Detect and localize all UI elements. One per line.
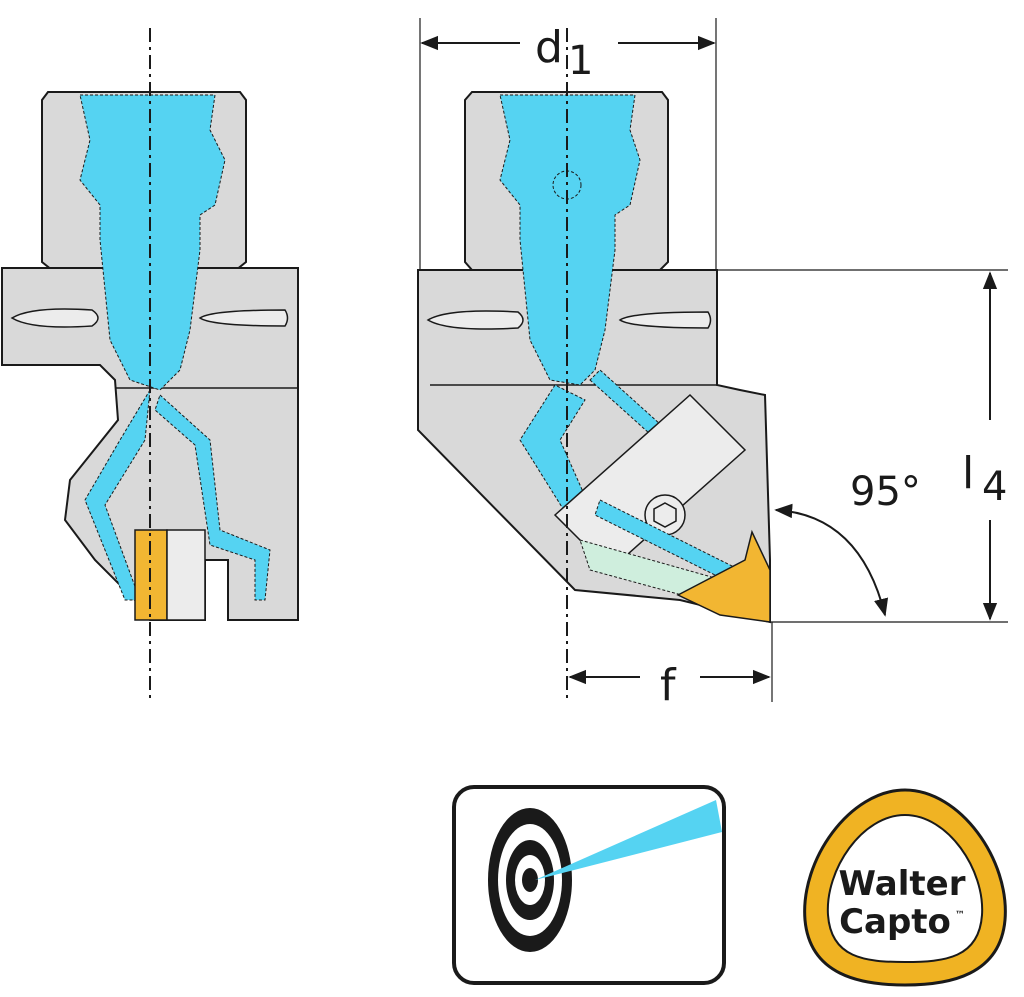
f-label: f bbox=[660, 660, 677, 711]
l4-label: l bbox=[962, 448, 974, 499]
side-view bbox=[1, 28, 299, 702]
application-icon bbox=[452, 785, 726, 985]
dimension-d1: d 1 bbox=[419, 18, 717, 270]
d1-label: d bbox=[535, 22, 563, 73]
beam-icon bbox=[535, 800, 722, 880]
dimension-l4: l 4 bbox=[717, 269, 1008, 623]
logo-line1: Walter bbox=[839, 864, 966, 904]
logo-trademark: ™ bbox=[955, 910, 965, 921]
insert bbox=[676, 529, 771, 623]
d1-subscript: 1 bbox=[568, 38, 593, 84]
walter-capto-logo: Walter Capto ™ bbox=[803, 788, 1007, 987]
dimension-f: f bbox=[568, 622, 773, 711]
l4-subscript: 4 bbox=[982, 464, 1007, 510]
logo-line2: Capto bbox=[839, 902, 951, 942]
dimension-angle: 95° bbox=[774, 469, 921, 617]
angle-label: 95° bbox=[850, 469, 921, 515]
front-view bbox=[417, 28, 771, 702]
